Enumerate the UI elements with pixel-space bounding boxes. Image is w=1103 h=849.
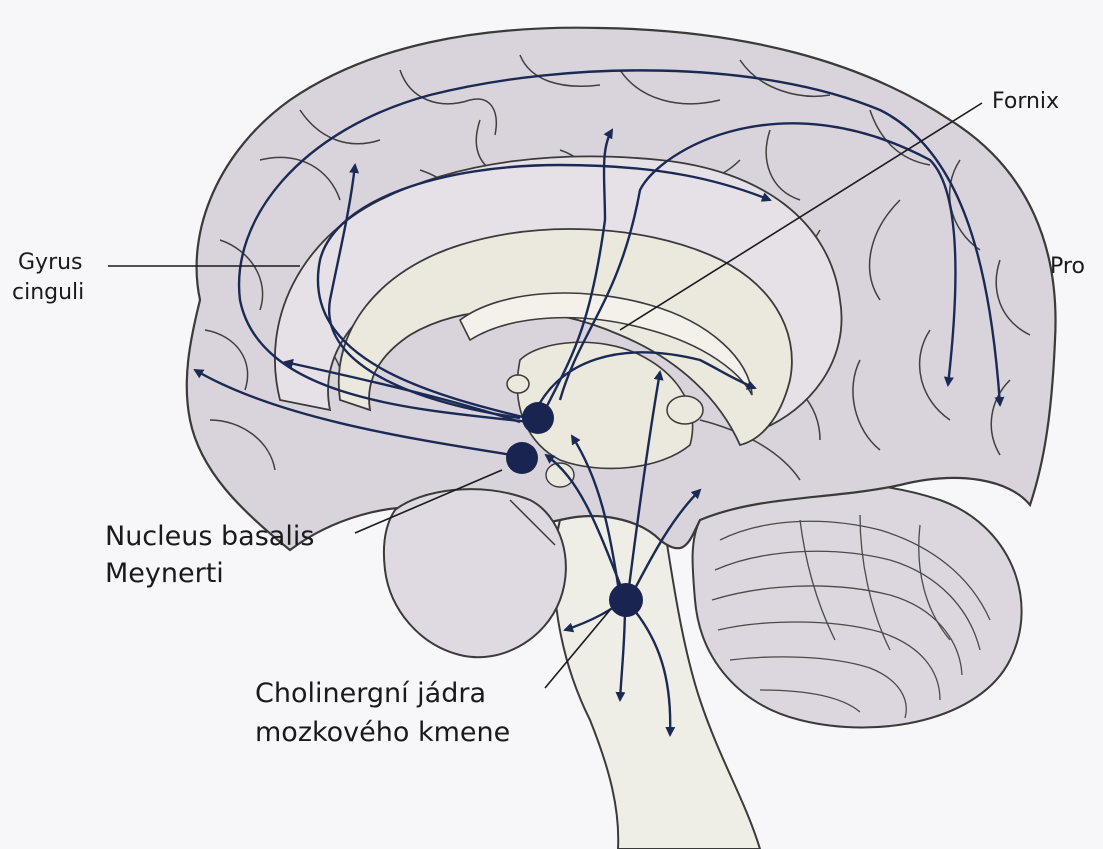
gyrus-cinguli-label-line1: Gyrus — [18, 250, 83, 276]
gyrus-cinguli-label-line2: cinguli — [12, 280, 84, 306]
cerebellum — [693, 483, 1022, 728]
pro-label-truncated: Pro — [1050, 254, 1085, 280]
cholinergic-nuclei-label-line1: Cholinergní jádra — [255, 677, 486, 710]
nucleus-dot-basalis — [506, 442, 538, 474]
nucleus-dot-septal — [522, 402, 554, 434]
fornix-label: Fornix — [992, 89, 1059, 115]
cholinergic-nuclei-label-line2: mozkového kmene — [255, 716, 510, 749]
anterior-commissure — [507, 375, 529, 393]
mammillary-body — [667, 396, 703, 424]
temporal-lobe — [384, 489, 566, 657]
nucleus-basalis-label-line1: Nucleus basalis — [105, 520, 314, 553]
nucleus-dot-brainstem — [609, 583, 643, 617]
nucleus-basalis-label-line2: Meynerti — [105, 557, 224, 590]
